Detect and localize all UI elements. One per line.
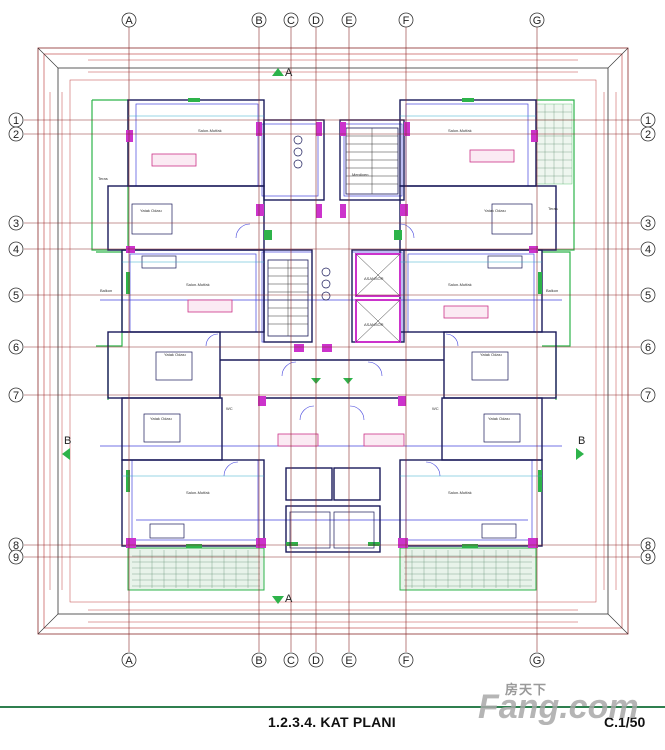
room-label-balcony-r: Balkon — [546, 288, 558, 293]
watermark-chinese: 房天下 — [505, 682, 548, 697]
row-label-3-left: 3 — [13, 218, 19, 230]
room-label-balcony-l: Balkon — [100, 288, 112, 293]
section-mark-bottom: A — [285, 593, 293, 605]
column-label-b-top: B — [255, 15, 262, 27]
row-label-9-right: 9 — [645, 552, 651, 564]
column-label-c-bottom: C — [287, 655, 295, 667]
section-markers: A A B B — [62, 67, 585, 605]
title-block: 1.2.3.4. KAT PLANI C.1/50 — [0, 704, 665, 750]
room-label-salon-tl: Salon-Mutfak — [198, 128, 222, 133]
row-label-4-right: 4 — [645, 244, 651, 256]
column-label-f-bottom: F — [403, 655, 410, 667]
balcony-hatch — [127, 547, 537, 591]
room-label-terrace-r: Teras — [548, 206, 558, 211]
room-label-bedroom-1: Yatak Odası — [140, 208, 162, 213]
row-label-7-right: 7 — [645, 390, 651, 402]
room-label-bedroom-6: Yatak Odası — [488, 416, 510, 421]
section-mark-top: A — [285, 67, 293, 79]
room-label-bedroom-5: Yatak Odası — [150, 416, 172, 421]
room-label-wc-2: WC — [432, 406, 439, 411]
row-label-5-right: 5 — [645, 290, 651, 302]
section-mark-right: B — [578, 435, 585, 447]
row-label-6-right: 6 — [645, 342, 651, 354]
row-label-3-right: 3 — [645, 218, 651, 230]
room-label-elevator-2: ASANSÖR — [364, 322, 384, 327]
room-label-bedroom-3: Yatak Odası — [164, 352, 186, 357]
room-label-salon-tr: Salon-Mutfak — [448, 128, 472, 133]
row-bubbles — [8, 112, 656, 565]
row-label-9-left: 9 — [13, 552, 19, 564]
row-label-8-left: 8 — [13, 540, 19, 552]
interior-blue-lines — [100, 103, 562, 541]
grid-lines — [24, 27, 640, 652]
room-label-elevator-1: ASANSÖR — [364, 276, 384, 281]
title-block-rule — [0, 706, 665, 708]
column-label-g-top: G — [533, 15, 542, 27]
room-label-salon-bl: Salon-Mutfak — [186, 490, 210, 495]
column-labels-top: A B C D E F G — [125, 15, 541, 27]
row-label-5-left: 5 — [13, 290, 19, 302]
section-mark-left: B — [64, 435, 71, 447]
cyan-lines — [122, 115, 542, 477]
row-label-2-right: 2 — [645, 129, 651, 141]
row-label-7-left: 7 — [13, 390, 19, 402]
room-text: Salon-Mutfak Salon-Mutfak Salon-Mutfak S… — [98, 128, 558, 495]
column-label-e-bottom: E — [345, 655, 352, 667]
room-label-bedroom-2: Yatak Odası — [484, 208, 506, 213]
row-label-1-right: 1 — [645, 115, 651, 127]
room-label-boxes — [151, 149, 515, 447]
row-label-2-left: 2 — [13, 129, 19, 141]
column-label-b-bottom: B — [255, 655, 262, 667]
watermark-logo: Fang.com — [478, 688, 639, 726]
door-swings — [205, 223, 459, 477]
floor-plan-drawing: A A B B A B C D E F G A B C D E F G — [8, 12, 656, 668]
sheet-scale: C.1/50 — [604, 714, 646, 730]
column-bubbles-bottom — [121, 652, 545, 668]
column-labels-bottom: A B C D E F G — [125, 655, 541, 667]
column-label-g-bottom: G — [533, 655, 542, 667]
row-labels: 1 2 3 4 5 6 7 8 9 1 2 3 4 5 6 7 8 9 — [13, 115, 651, 564]
column-bubbles-top — [121, 12, 545, 28]
column-label-e-top: E — [345, 15, 352, 27]
room-label-bedroom-4: Yatak Odası — [480, 352, 502, 357]
terrace-hatch-top-right — [535, 103, 573, 185]
staircases — [267, 127, 399, 337]
walls — [107, 99, 557, 553]
row-label-4-left: 4 — [13, 244, 19, 256]
column-label-a-top: A — [125, 15, 133, 27]
row-label-8-right: 8 — [645, 540, 651, 552]
column-label-c-top: C — [287, 15, 295, 27]
room-label-salon-br: Salon-Mutfak — [448, 490, 472, 495]
room-label-wc-1: WC — [226, 406, 233, 411]
elevator-shafts — [355, 253, 401, 343]
room-label-terrace-l: Teras — [98, 176, 108, 181]
dimension-lines — [49, 59, 617, 623]
column-label-d-top: D — [312, 15, 320, 27]
row-label-6-left: 6 — [13, 342, 19, 354]
column-label-a-bottom: A — [125, 655, 133, 667]
room-label-salon-ml: Salon-Mutfak — [186, 282, 210, 287]
row-label-1-left: 1 — [13, 115, 19, 127]
room-label-stair-1: Merdiven — [352, 172, 368, 177]
column-label-f-top: F — [403, 15, 410, 27]
column-label-d-bottom: D — [312, 655, 320, 667]
outer-frame — [37, 47, 629, 635]
sheet-title: 1.2.3.4. KAT PLANI — [268, 714, 396, 730]
room-label-salon-mr: Salon-Mutfak — [448, 282, 472, 287]
